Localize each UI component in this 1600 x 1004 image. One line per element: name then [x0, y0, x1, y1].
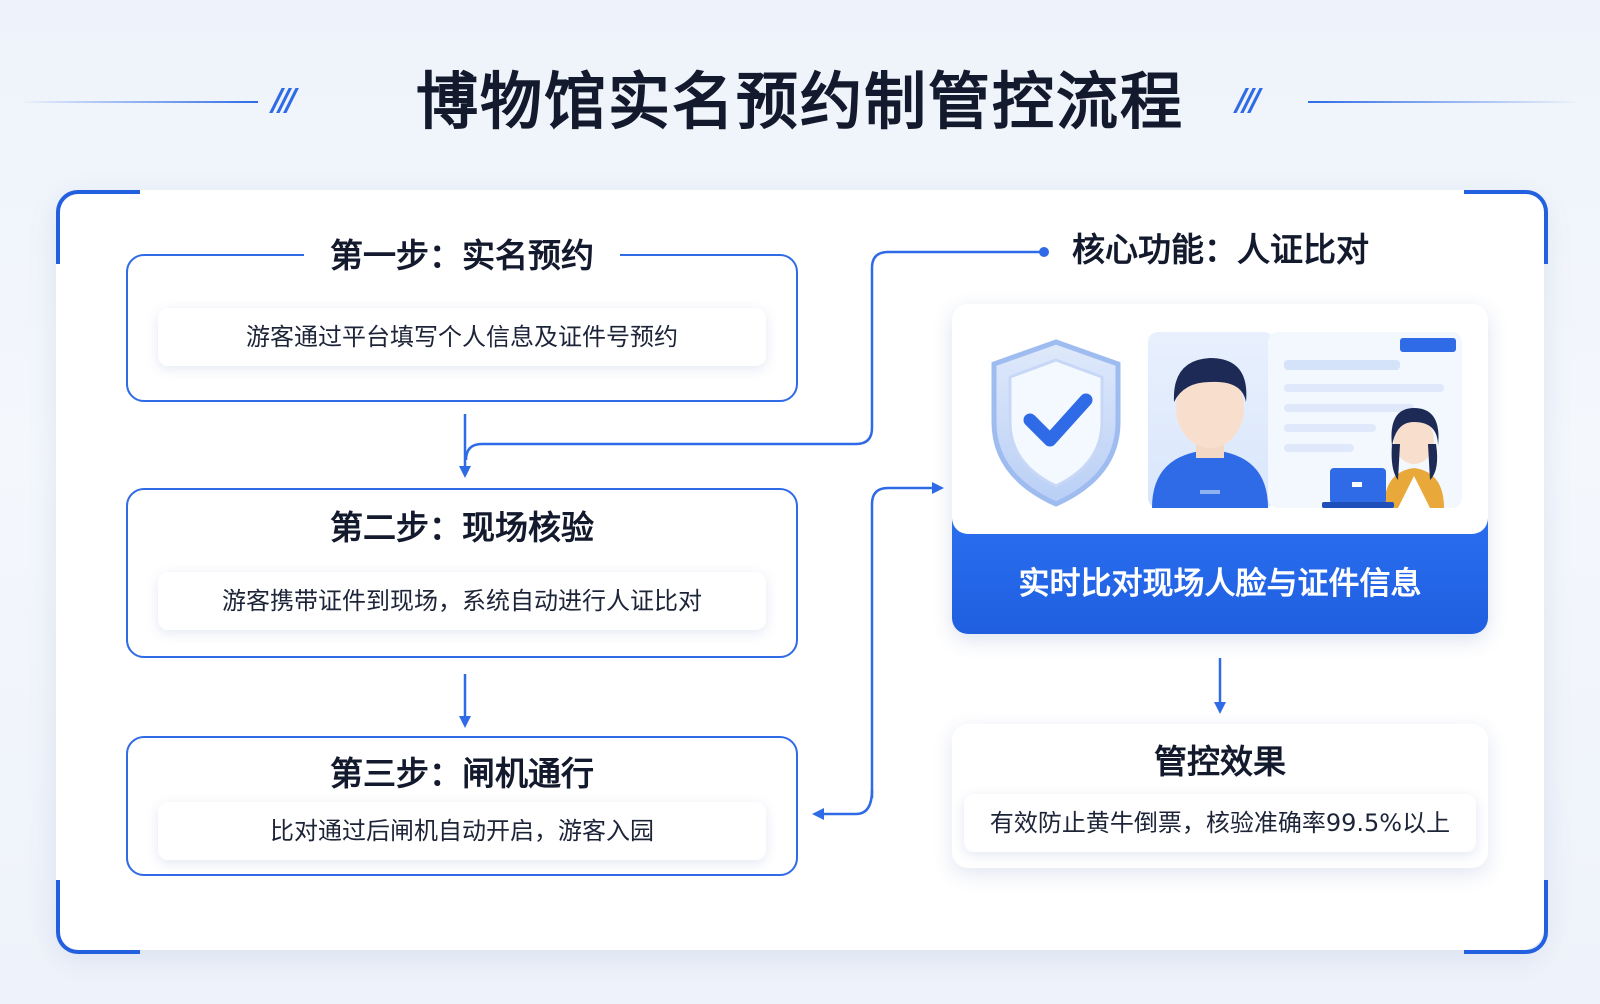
page-title: 博物馆实名预约制管控流程: [415, 65, 1184, 138]
step-2-title: 第二步：现场核验: [330, 508, 594, 547]
document-icon: [1268, 332, 1462, 508]
connector-dot: [1039, 247, 1049, 257]
step-2-box: 第二步：现场核验 游客携带证件到现场，系统自动进行人证比对: [126, 488, 798, 658]
arrow-core-to-step3: [812, 789, 874, 820]
step-1-box: 第一步：实名预约 游客通过平台填写个人信息及证件号预约: [126, 236, 798, 402]
panel-corner-bottom-left: [56, 880, 140, 954]
verification-illustration: [991, 332, 1462, 508]
core-function-label: 核心功能：人证比对: [1072, 230, 1369, 269]
arrow-to-core-card: [870, 482, 944, 798]
step-3-desc: 比对通过后闸机自动开启，游客入园: [158, 802, 766, 860]
step-3-box: 第三步：闸机通行 比对通过后闸机自动开启，游客入园: [126, 736, 798, 876]
person-avatar-icon: [1148, 332, 1274, 508]
connector-core-to-flow: [464, 250, 1040, 461]
shield-check-icon: [991, 339, 1121, 507]
panel-corner-top-left: [56, 190, 140, 264]
core-function-card: 实时比对现场人脸与证件信息: [952, 304, 1488, 634]
step-3-title: 第三步：闸机通行: [330, 754, 594, 793]
control-effect-title: 管控效果: [1154, 742, 1286, 781]
caption-band: [952, 514, 1488, 634]
step-1-desc: 游客通过平台填写个人信息及证件号预约: [158, 308, 766, 366]
control-effect-desc: 有效防止黄牛倒票，核验准确率99.5%以上: [964, 794, 1476, 852]
title-rule-left: [20, 101, 258, 103]
title-rule-right: [1308, 101, 1580, 103]
title-slashes-right: ///: [1236, 83, 1261, 118]
step-1-title: 第一步：实名预约: [128, 234, 796, 278]
title-slashes-left: ///: [272, 83, 297, 118]
illustration-area: [952, 304, 1488, 534]
panel-corner-bottom-right: [1464, 880, 1548, 954]
core-function-caption: 实时比对现场人脸与证件信息: [1018, 566, 1422, 602]
panel-corner-top-right: [1464, 190, 1548, 264]
control-effect-box: 管控效果 有效防止黄牛倒票，核验准确率99.5%以上: [952, 724, 1488, 868]
staff-with-laptop-icon: [1322, 408, 1444, 508]
step-2-desc: 游客携带证件到现场，系统自动进行人证比对: [158, 572, 766, 630]
